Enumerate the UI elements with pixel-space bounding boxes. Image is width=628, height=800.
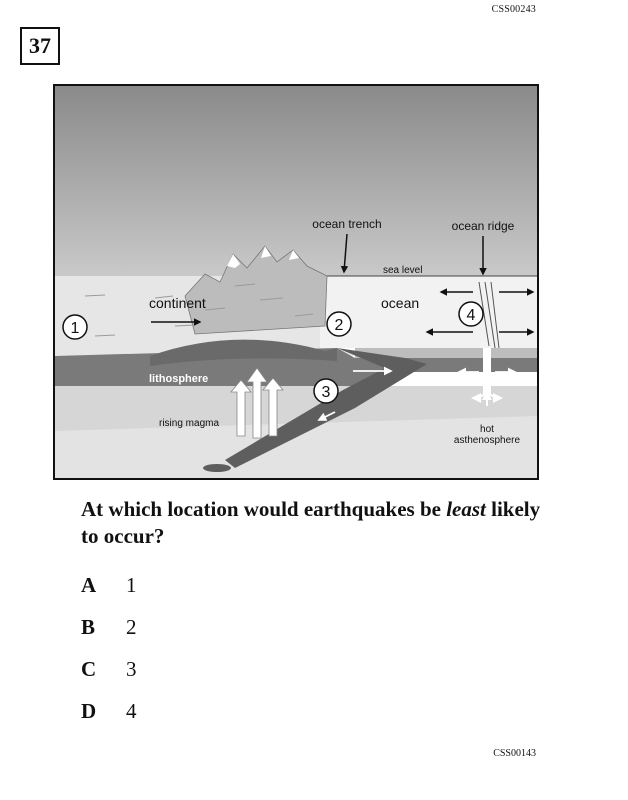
label-ocean-trench: ocean trench [312,217,381,231]
choice-a-value: 1 [126,573,137,597]
choice-d-value: 4 [126,699,137,723]
mountain-snow [227,246,299,268]
choice-c-letter: C [81,657,97,681]
subduction-arrow-white [317,411,336,421]
label-sea-level: sea level [383,265,422,276]
choice-c[interactable]: C 3 [81,657,137,682]
question-text-before: At which location would earthquakes be [81,497,447,521]
marker-2-label: 2 [335,317,344,334]
marker-4-label: 4 [467,307,476,324]
trench-pointer-arrow [340,233,349,274]
question-text-after: likely to occur? [81,497,541,548]
choice-d-letter: D [81,699,97,723]
choice-b[interactable]: B 2 [81,615,137,640]
label-rising-magma: rising magma [159,418,219,429]
label-ocean: ocean [381,295,419,311]
label-ocean-ridge: ocean ridge [452,219,515,233]
item-code-top: CSS00243 [491,4,536,15]
label-hot: hot [480,424,494,435]
marker-4: 4 [458,301,484,327]
question-text-emphasis: least [446,497,486,521]
label-asthenosphere: asthenosphere [454,435,521,446]
magma-blob [203,464,231,472]
oceanic-crust [355,348,537,358]
marker-1: 1 [62,314,88,340]
marker-1-label: 1 [71,320,80,337]
sky [55,86,537,276]
choice-a-letter: A [81,573,97,597]
rising-magma-arrows [230,367,284,439]
label-continent: continent [149,295,206,311]
item-code-bottom: CSS00143 [493,748,536,759]
choice-d[interactable]: D 4 [81,699,137,724]
choice-a[interactable]: A 1 [81,573,137,598]
question-number: 37 [29,33,51,58]
diagram-svg: ocean trench ocean ridge sea level conti… [55,86,537,478]
choice-b-letter: B [81,615,96,639]
ocean-water [320,276,537,348]
ridge-magma-channel [483,348,491,394]
subducting-plate [225,348,427,468]
rock-texture [84,283,314,337]
continental-root [150,339,337,366]
mountain-range [184,245,328,335]
ocean-ridge-rift [478,281,500,349]
asthenosphere-lower [55,416,537,478]
marker-3-label: 3 [322,384,331,401]
plate-tectonics-diagram: ocean trench ocean ridge sea level conti… [53,84,539,480]
choice-c-value: 3 [126,657,137,681]
choice-b-value: 2 [126,615,137,639]
marker-2: 2 [326,311,352,337]
question-text: At which location would earthquakes be l… [81,496,561,550]
marker-3: 3 [313,378,339,404]
label-lithosphere: lithosphere [149,373,208,385]
question-number-box: 37 [20,27,60,65]
